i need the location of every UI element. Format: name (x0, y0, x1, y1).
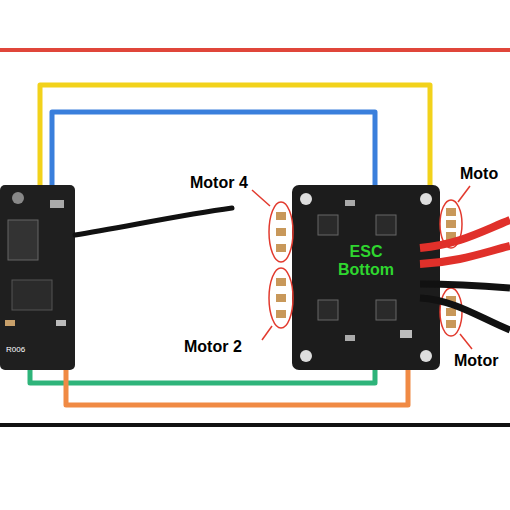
power-wire-black (420, 284, 510, 288)
mounting-hole (12, 192, 24, 204)
motor-label: Moto (460, 165, 498, 183)
signal-wire (66, 370, 408, 405)
frame-bottom-line (0, 423, 510, 427)
component (400, 330, 412, 338)
component (345, 335, 355, 341)
motor-label: Motor 2 (184, 338, 242, 356)
component (50, 200, 64, 208)
leader-lines (252, 186, 472, 349)
motor-label: Motor 4 (190, 174, 248, 192)
highlight-ellipse (440, 288, 462, 336)
motor-label: Motor (454, 352, 498, 370)
esc-board: ESC Bottom (292, 185, 440, 370)
flight-controller: R006 (0, 185, 75, 370)
esc-board (292, 185, 440, 370)
motor-pads (276, 208, 456, 328)
highlight-ellipse (269, 268, 293, 328)
mounting-hole (300, 350, 312, 362)
chip (12, 280, 52, 310)
pad (276, 294, 286, 302)
chip (8, 220, 38, 260)
pad-highlights (269, 200, 462, 336)
highlight-ellipse (269, 202, 293, 262)
mounting-hole (420, 350, 432, 362)
pad (276, 244, 286, 252)
pad (276, 228, 286, 236)
chip (376, 300, 396, 320)
leader-line (252, 190, 270, 206)
pad (446, 308, 456, 316)
pad (276, 212, 286, 220)
chip (376, 215, 396, 235)
signal-wire (40, 85, 430, 185)
power-wire-red (420, 220, 510, 248)
board-label: ESC Bottom (326, 243, 406, 279)
frame-top-line (0, 48, 510, 52)
pad (276, 278, 286, 286)
board-label: R006 (6, 345, 25, 354)
component (56, 320, 66, 326)
pad (276, 310, 286, 318)
component (5, 320, 15, 326)
pad (446, 220, 456, 228)
power-wire-black (420, 298, 510, 330)
mounting-hole (420, 193, 432, 205)
mounting-hole (300, 193, 312, 205)
component (345, 200, 355, 206)
pad (446, 320, 456, 328)
leader-line (458, 186, 470, 202)
chip (318, 300, 338, 320)
leader-line (460, 334, 472, 349)
leader-line (262, 326, 272, 340)
antenna-wire (75, 208, 232, 235)
pad (446, 208, 456, 216)
power-wire-red (420, 246, 510, 264)
chip (318, 215, 338, 235)
flight-controller-board (0, 185, 75, 370)
signal-wire (30, 370, 375, 383)
